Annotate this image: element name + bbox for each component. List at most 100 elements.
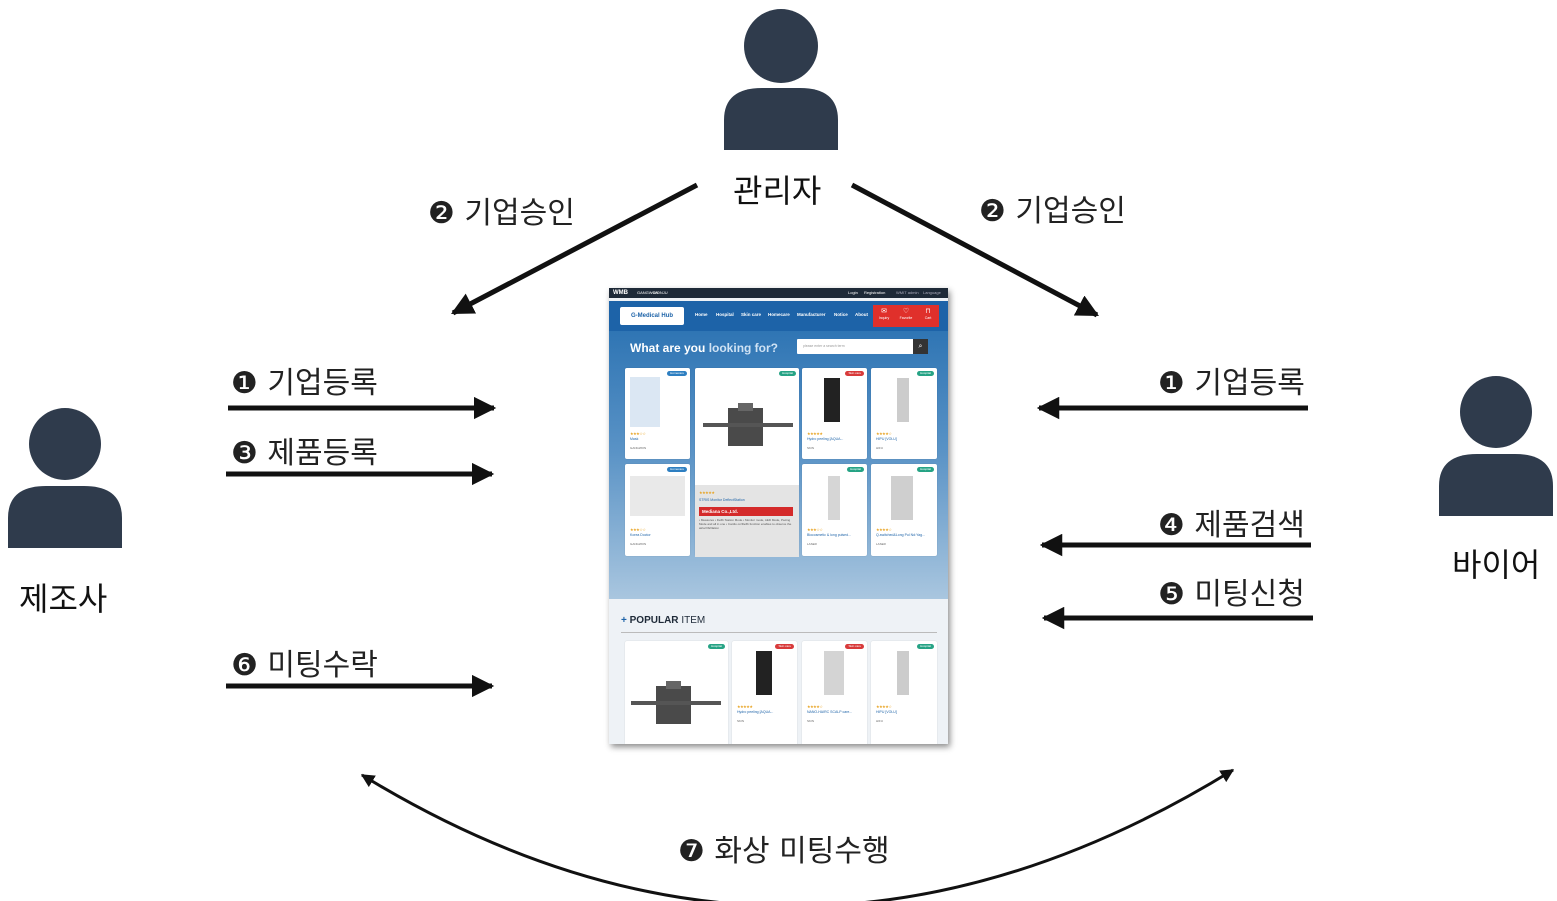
site-navbar: G-Medical Hub Home Hospital Skin care Ho… xyxy=(609,301,948,331)
buyer-label: 바이어 xyxy=(1452,546,1541,584)
popular-section: + POPULAR ITEM Hospital Skin care ★★★★★ … xyxy=(609,599,948,744)
admin-label: 관리자 xyxy=(733,172,822,210)
cart-button[interactable]: ⊓Cart xyxy=(918,308,938,320)
step-request-meeting: ❺ 미팅신청 xyxy=(1158,577,1305,612)
step-register-company-left: ❶ 기업등록 xyxy=(231,366,378,401)
product-name: Hydro peeling [AQUA... xyxy=(807,437,844,441)
cart-label: Cart xyxy=(924,316,932,320)
popular-product-card[interactable]: Skin care ★★★★☆ NANO-HAIRC SCALP care...… xyxy=(802,641,867,744)
product-category: LASER xyxy=(876,542,886,546)
popular-title-thin: ITEM xyxy=(681,615,706,626)
manufacturer-person-icon xyxy=(8,408,122,548)
product-category: SKIN xyxy=(737,719,745,723)
product-category: HIFU xyxy=(876,719,883,723)
hero-title-part2: looking for? xyxy=(708,341,779,355)
rating-stars: ★★★☆☆ xyxy=(630,527,646,532)
category-badge: Hospital xyxy=(917,644,934,649)
category-badge: Hospital xyxy=(917,467,934,472)
language-link[interactable]: Language xyxy=(923,290,941,295)
search-icon[interactable]: ⌕ xyxy=(913,339,928,354)
search-input[interactable]: please enter a search term xyxy=(797,339,915,354)
plus-icon: + xyxy=(621,615,630,626)
nav-item-homecare[interactable]: Homecare xyxy=(768,312,790,317)
category-badge: Hospital xyxy=(708,644,725,649)
nav-item-home[interactable]: Home xyxy=(695,312,708,317)
product-image xyxy=(897,651,909,695)
product-image xyxy=(891,476,913,520)
category-badge: Homecare xyxy=(667,371,687,376)
rating-stars: ★★★★★ xyxy=(807,431,823,436)
product-name: Hydro peeling [AQUA... xyxy=(737,710,774,714)
step-register-company-right: ❶ 기업등록 xyxy=(1158,366,1305,401)
popular-product-card[interactable]: Hospital ★★★★☆ HIPU [VOLU] HIFU xyxy=(871,641,937,744)
site-logo[interactable]: G-Medical Hub xyxy=(620,307,684,325)
popular-product-card[interactable]: Hospital xyxy=(625,641,728,744)
site-topbar: WMB GANGWON WONJU Login Registration WMI… xyxy=(609,288,948,298)
category-badge: Homecare xyxy=(667,467,687,472)
nav-item-hospital[interactable]: Hospital xyxy=(716,312,734,317)
inquiry-button[interactable]: ✉Inquiry xyxy=(874,308,894,320)
topbar-logo: WMB xyxy=(613,290,628,296)
category-badge: Hospital xyxy=(917,371,934,376)
favorite-label: Favorite xyxy=(899,316,913,320)
product-name: Q-switched&Long Pul Nd:Yag... xyxy=(876,533,925,537)
product-card[interactable]: Hospital ★★★☆☆ Biocosmetic & long pulsed… xyxy=(802,464,867,556)
inquiry-label: Inquiry xyxy=(878,316,890,320)
login-link[interactable]: Login xyxy=(848,290,858,295)
arrow-admin-to-buyer xyxy=(850,182,1099,318)
category-badge: Hospital xyxy=(847,467,864,472)
admin-link[interactable]: WMIT admin xyxy=(896,290,919,295)
category-badge: Skin care xyxy=(845,644,864,649)
featured-product-image xyxy=(703,403,793,446)
nav-item-notice[interactable]: Notice xyxy=(834,312,848,317)
admin-person-icon xyxy=(724,9,838,150)
nav-actions: ✉Inquiry ♡Favorite ⊓Cart xyxy=(873,305,939,327)
topbar-link-1[interactable]: GANGWON xyxy=(637,290,659,295)
product-category: SKIN xyxy=(807,719,815,723)
popular-title-bold: POPULAR xyxy=(629,615,679,626)
topbar-link-2[interactable]: WONJU xyxy=(653,290,668,295)
featured-product-desc: • Measures • Defib Station Mode • Monito… xyxy=(699,518,792,530)
product-name: Mask xyxy=(630,437,639,441)
hero-title-part1: What are you xyxy=(630,341,709,355)
favorite-button[interactable]: ♡Favorite xyxy=(896,308,916,320)
popular-product-card[interactable]: Skin care ★★★★★ Hydro peeling [AQUA... S… xyxy=(732,641,797,744)
hero-title: What are you looking for? xyxy=(630,341,778,355)
product-name: HIPU [VOLU] xyxy=(876,437,897,441)
popular-divider xyxy=(621,632,937,633)
hero-section: What are you looking for? please enter a… xyxy=(609,331,948,599)
category-badge: Hospital xyxy=(779,371,796,376)
step-approve-left: ❷ 기업승인 xyxy=(428,196,575,231)
nav-item-skin-care[interactable]: Skin care xyxy=(741,312,762,317)
rating-stars: ★★★★☆ xyxy=(876,527,892,532)
registration-link[interactable]: Registration xyxy=(864,290,886,295)
product-image xyxy=(630,476,685,516)
product-category: GANGWON xyxy=(630,542,647,546)
product-card[interactable]: Hospital ★★★★☆ Q-switched&Long Pul Nd:Ya… xyxy=(871,464,937,556)
website-screenshot: WMB GANGWON WONJU Login Registration WMI… xyxy=(609,288,948,744)
buyer-person-icon xyxy=(1439,376,1553,516)
rating-stars: ★★★★★ xyxy=(699,490,715,495)
product-name: Korea Doctor xyxy=(630,533,651,537)
product-card[interactable]: Skin care ★★★★★ Hydro peeling [AQUA... S… xyxy=(802,368,867,459)
step-register-product: ❸ 제품등록 xyxy=(231,436,378,471)
product-image xyxy=(824,378,840,422)
product-card[interactable]: Homecare ★★★☆☆ Mask GANGWON xyxy=(625,368,690,459)
rating-stars: ★★★★☆ xyxy=(807,704,823,709)
product-category: HIFU xyxy=(876,446,883,450)
rating-stars: ★★★☆☆ xyxy=(807,527,823,532)
arrow-admin-to-manufacturer xyxy=(451,182,699,316)
nav-item-about[interactable]: About xyxy=(855,312,868,317)
product-image xyxy=(828,476,840,520)
nav-item-manufacturer[interactable]: Manufacturer xyxy=(797,312,826,317)
arrow-video-meeting-curve xyxy=(360,768,1235,901)
rating-stars: ★★★★☆ xyxy=(876,704,892,709)
heart-icon: ♡ xyxy=(902,308,910,315)
product-card[interactable]: Homecare ★★★☆☆ Korea Doctor GANGWON xyxy=(625,464,690,556)
product-card[interactable]: Hospital ★★★★☆ HIPU [VOLU] HIFU xyxy=(871,368,937,459)
product-name: Biocosmetic & long pulsed... xyxy=(807,533,851,537)
product-image xyxy=(630,377,660,427)
step-video-meeting: ❼ 화상 미팅수행 xyxy=(678,834,890,869)
featured-product-info: ★★★★★ STRIS Monitor DeflectStation Media… xyxy=(695,485,799,557)
